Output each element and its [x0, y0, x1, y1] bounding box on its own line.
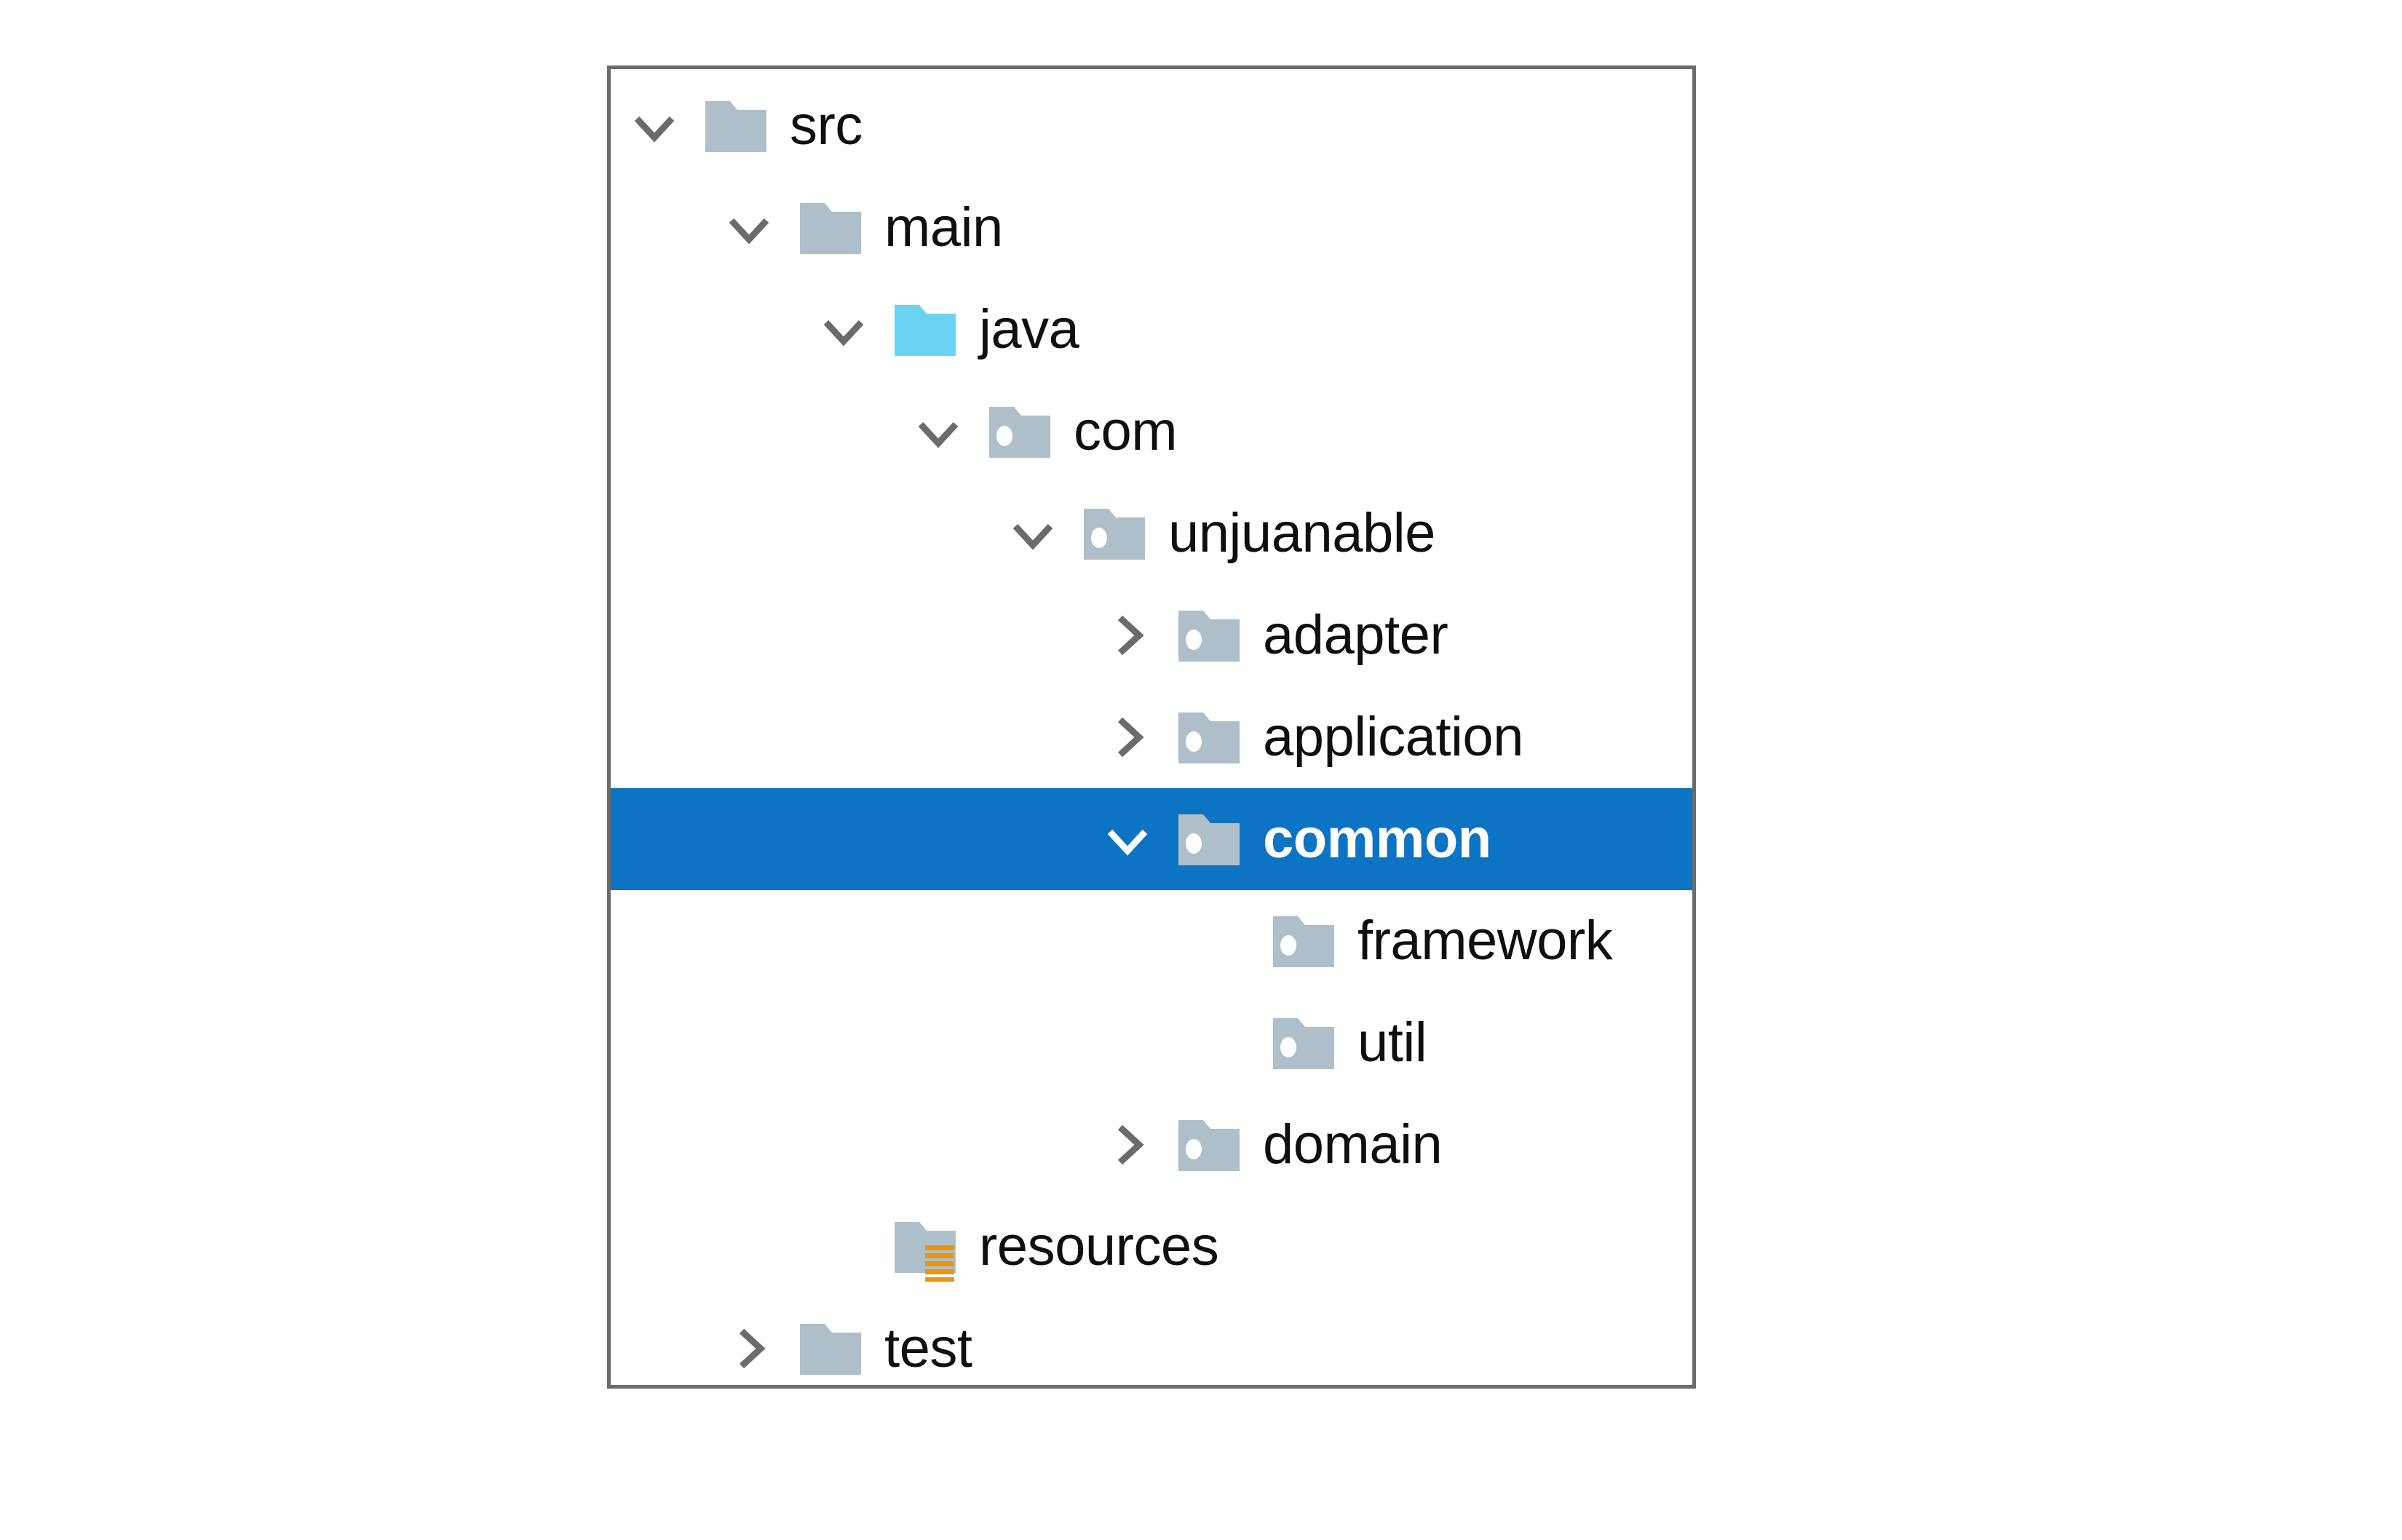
- tree-row-main[interactable]: main: [611, 177, 1692, 279]
- chevron-right-icon[interactable]: [1097, 707, 1158, 768]
- tree-row-framework[interactable]: framework: [611, 890, 1692, 992]
- folder-package-icon: [1079, 499, 1149, 568]
- folder-source-root-icon: [890, 295, 960, 365]
- indent-spacer: [611, 126, 624, 127]
- tree-item-label: resources: [979, 1215, 1219, 1277]
- tree-row-java[interactable]: java: [611, 279, 1692, 381]
- tree-item-label: adapter: [1263, 604, 1448, 666]
- tree-item-label: domain: [1263, 1114, 1443, 1175]
- indent-spacer: [611, 533, 1002, 534]
- chevron-right-icon[interactable]: [718, 1318, 780, 1379]
- tree-item-label: com: [1074, 400, 1178, 462]
- tree-item-label: common: [1263, 808, 1491, 870]
- tree-row-resources[interactable]: resources: [611, 1196, 1692, 1298]
- folder-package-icon: [1174, 600, 1244, 670]
- folder-package-icon: [1174, 702, 1244, 772]
- folder-package-icon: [1269, 1008, 1339, 1078]
- chevron-right-icon[interactable]: [1097, 1114, 1158, 1175]
- tree-row-application[interactable]: application: [611, 686, 1692, 788]
- tree-row-adapter[interactable]: adapter: [611, 584, 1692, 686]
- folder-resources-icon: [890, 1212, 960, 1282]
- tree-item-label: main: [884, 197, 1003, 258]
- tree-item-label: application: [1263, 706, 1523, 768]
- tree-row-util[interactable]: util: [611, 992, 1692, 1094]
- chevron-down-icon[interactable]: [718, 197, 780, 258]
- folder-package-icon: [1269, 906, 1339, 976]
- twisty-placeholder: [1192, 1012, 1253, 1073]
- indent-spacer: [611, 1145, 1097, 1146]
- twisty-placeholder: [813, 1216, 874, 1277]
- folder-package-icon: [985, 397, 1055, 467]
- tree-item-label: src: [790, 95, 863, 156]
- tree-item-label: util: [1357, 1012, 1427, 1073]
- tree-item-label: unjuanable: [1168, 502, 1435, 564]
- indent-spacer: [611, 228, 718, 229]
- chevron-down-icon[interactable]: [1097, 809, 1158, 870]
- tree-item-label: java: [979, 298, 1079, 360]
- tree-row-test[interactable]: test: [611, 1298, 1692, 1385]
- indent-spacer: [611, 737, 1097, 738]
- indent-spacer: [611, 839, 1097, 840]
- indent-spacer: [611, 635, 1097, 636]
- indent-spacer: [611, 1043, 1192, 1044]
- chevron-down-icon[interactable]: [1002, 503, 1063, 564]
- folder-package-icon: [1174, 804, 1244, 874]
- folder-package-icon: [1174, 1110, 1244, 1180]
- chevron-down-icon[interactable]: [624, 95, 685, 156]
- tree-row-common[interactable]: common: [611, 788, 1692, 890]
- folder-plain-icon: [701, 91, 771, 161]
- tree-row-com[interactable]: com: [611, 381, 1692, 483]
- chevron-down-icon[interactable]: [813, 299, 874, 360]
- tree-item-label: test: [884, 1317, 972, 1379]
- tree-row-domain[interactable]: domain: [611, 1094, 1692, 1196]
- tree-item-label: framework: [1357, 910, 1613, 972]
- tree-row-unjuanable[interactable]: unjuanable: [611, 483, 1692, 584]
- twisty-placeholder: [1192, 910, 1253, 972]
- folder-plain-icon: [796, 1314, 865, 1384]
- tree-row-src[interactable]: src: [611, 75, 1692, 177]
- chevron-down-icon[interactable]: [908, 401, 969, 462]
- chevron-right-icon[interactable]: [1097, 605, 1158, 666]
- indent-spacer: [611, 941, 1192, 942]
- folder-plain-icon: [796, 193, 865, 263]
